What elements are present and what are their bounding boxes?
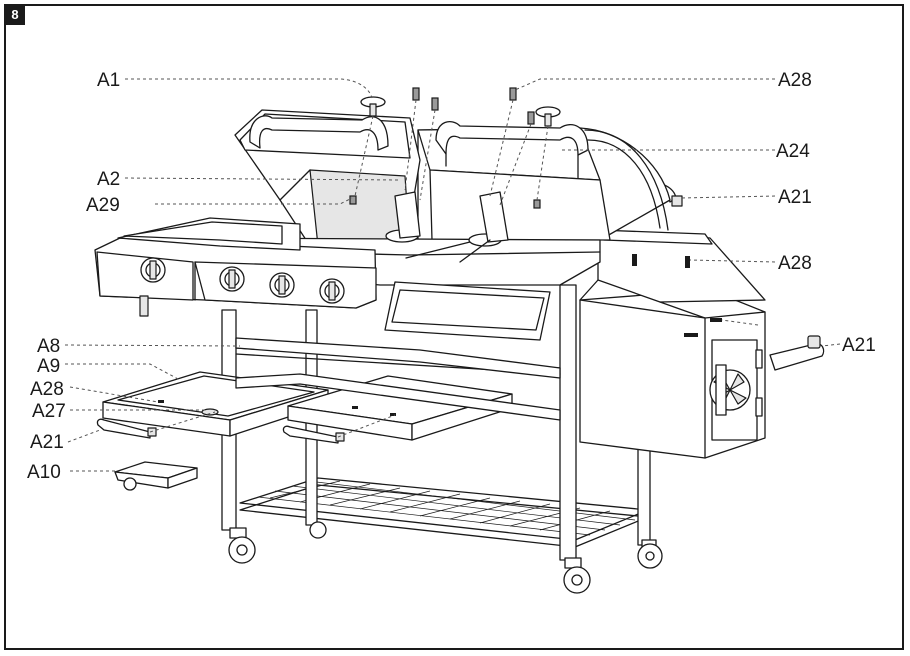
callout-a1: A1 — [97, 70, 120, 91]
callout-leaders — [64, 78, 841, 472]
callout-a9: A9 — [37, 356, 60, 377]
callout-a2: A2 — [97, 169, 120, 190]
callout-a28-left: A28 — [30, 379, 64, 400]
callout-a21-right: A21 — [842, 335, 876, 356]
burner-knob-icon — [269, 272, 295, 298]
bottom-wire-shelf — [239, 477, 649, 548]
tray-handle-a21 — [96, 418, 345, 444]
lid-handle-knob-a1 — [360, 96, 386, 117]
callout-a27: A27 — [32, 401, 66, 422]
bolt-a28 — [412, 87, 535, 125]
diagram-frame — [4, 4, 904, 650]
callout-a28-top: A28 — [778, 70, 812, 91]
side-firebox — [579, 181, 766, 459]
callout-a24: A24 — [776, 141, 810, 162]
main-lid-right — [417, 120, 671, 241]
burner-knob-icon — [319, 278, 345, 304]
callout-a8: A8 — [37, 336, 60, 357]
callout-a28-right: A28 — [778, 253, 812, 274]
bolt-a29 — [349, 195, 541, 209]
main-lid-left — [234, 109, 421, 251]
callout-a21-top: A21 — [778, 187, 812, 208]
burner-knob-icon — [140, 257, 166, 283]
callout-a10: A10 — [27, 462, 61, 483]
lid-handle-knob — [535, 106, 561, 127]
cart-crossbar — [235, 337, 561, 421]
firebox-side-handle — [769, 335, 825, 371]
control-panel — [94, 217, 377, 317]
callout-a21-left: A21 — [30, 432, 64, 453]
front-side-shelf — [384, 281, 551, 341]
grease-tray-right — [287, 375, 513, 441]
callout-a29: A29 — [86, 195, 120, 216]
assembly-guide-lines — [149, 99, 759, 438]
burner-knob-icon — [219, 266, 245, 292]
grease-cup — [114, 461, 198, 491]
step-number-badge: 8 — [5, 5, 25, 25]
caster-wheels — [228, 521, 663, 594]
callout-labels: A1 A2 A29 A8 A9 A28 A27 A21 A10 A28 A24 … — [27, 70, 876, 483]
